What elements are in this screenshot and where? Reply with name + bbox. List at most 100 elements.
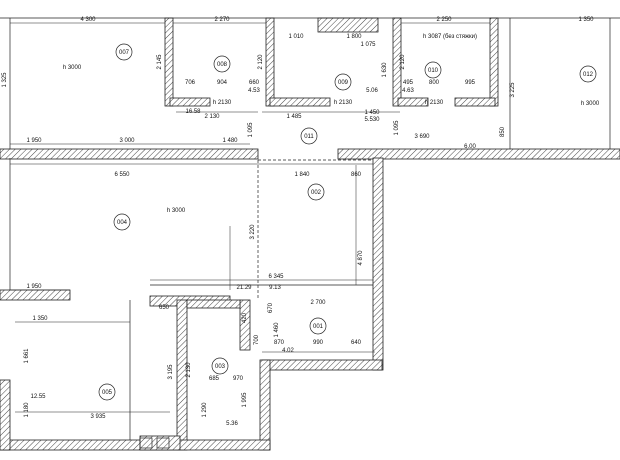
dim-label: 685 (209, 376, 220, 382)
dim-label: 970 (233, 376, 244, 382)
dim-label: 2 700 (310, 300, 326, 306)
dim-label: 1 800 (346, 34, 362, 40)
dim-label: 2 130 (186, 362, 192, 378)
wall-right-middle (372, 157, 384, 371)
dim-label: 16.58 (185, 109, 201, 115)
dim-label: 6 345 (268, 274, 284, 280)
dim-label: 1 075 (360, 42, 376, 48)
dim-label: 495 (403, 80, 414, 86)
room-004: 004 h 3000 (113, 208, 186, 231)
dim-label: 1 350 (32, 316, 48, 322)
dim-label: 9.13 (269, 285, 281, 291)
dim-label: 4.53 (248, 88, 260, 94)
wall-008-009 (265, 17, 275, 107)
dim-label: 904 (217, 80, 228, 86)
dim-label: 1 010 (288, 34, 304, 40)
wall-bottom-008 (169, 97, 211, 107)
dim-label: 4 870 (358, 250, 364, 266)
room-number: 008 (217, 62, 228, 68)
room-height: h 3000 (167, 208, 186, 214)
dim-label: 2 120 (258, 54, 264, 70)
dim-label: 800 (429, 80, 440, 86)
dim-label: 3 225 (510, 82, 516, 98)
dim-label: 870 (274, 340, 285, 346)
dim-label: 670 (268, 302, 274, 313)
dim-label: 1 095 (394, 120, 400, 136)
dim-label: 2 270 (214, 17, 230, 23)
room-008: 008 (213, 55, 231, 73)
dim-label: 1 950 (26, 138, 42, 144)
dim-label: 3 195 (168, 364, 174, 380)
room-height: h 3000 (581, 101, 600, 107)
dim-label: 1 661 (24, 348, 30, 364)
room-012: 012 h 3000 (579, 65, 600, 107)
room-009: 009 h 2130 (334, 73, 353, 106)
room-003: 003 (211, 357, 229, 375)
room-002: 002 (307, 183, 325, 201)
walls (0, 17, 620, 451)
dim-label: 6.00 (464, 144, 476, 150)
dim-label: h 2130 (425, 100, 444, 106)
dim-label: 650 (159, 305, 170, 311)
wall-upper-corridor (0, 148, 259, 160)
dim-label: 995 (465, 80, 476, 86)
dim-label: 5.06 (366, 88, 378, 94)
dim-label: 12.55 (30, 394, 46, 400)
dim-label: 860 (351, 172, 362, 178)
dim-label: 3 000 (119, 138, 135, 144)
dim-label: 706 (185, 80, 196, 86)
dim-label: 6 550 (114, 172, 130, 178)
room-height: h 3087 (без стяжки) (423, 34, 477, 40)
wall-top-007-008 (164, 17, 174, 107)
wall-003-001 (239, 299, 251, 351)
wall-top-shaft (317, 17, 379, 33)
dimension-labels: 4 300 2 270 2 250 1 350 1 010 1 800 1 07… (2, 17, 594, 427)
room-number: 001 (313, 324, 324, 330)
wall-bottom (0, 439, 271, 451)
room-number: 005 (102, 390, 113, 396)
dim-label: 5.530 (364, 117, 380, 123)
room-007: 007 h 3000 (63, 43, 133, 71)
dim-label: 2 130 (204, 114, 220, 120)
room-number: 003 (215, 364, 226, 370)
wall-upper-right (337, 148, 620, 160)
room-markers: 007 h 3000 008 009 h 2130 010 h 3087 (бе… (63, 34, 600, 401)
room-005: 005 (98, 383, 116, 401)
room-001: 001 (309, 317, 327, 335)
dim-label: 1 840 (294, 172, 310, 178)
dim-label: 2 250 (436, 17, 452, 23)
dim-label: 1 460 (274, 322, 280, 338)
room-number: 004 (117, 220, 128, 226)
room-number: 012 (583, 72, 594, 78)
wall-003-top (186, 299, 241, 309)
dimension-lines (10, 22, 490, 413)
dim-label: 700 (254, 334, 260, 345)
dim-label: 1 480 (222, 138, 238, 144)
dim-label: 3 935 (90, 414, 106, 420)
wall-bottom-010 (397, 97, 429, 107)
wall-bottom-009 (269, 97, 331, 107)
dim-label: 1 350 (578, 17, 594, 23)
dim-label: h 2130 (213, 100, 232, 106)
dim-label: 4.63 (402, 88, 414, 94)
dim-label: 1 630 (382, 62, 388, 78)
dim-label: 1 180 (24, 402, 30, 418)
wall-010-012 (489, 17, 499, 107)
room-height: h 3000 (63, 65, 82, 71)
room-011: 011 (300, 127, 318, 145)
dim-label: 3 220 (250, 224, 256, 240)
room-number: 010 (428, 68, 439, 74)
room-number: 002 (311, 190, 322, 196)
room-number: 009 (338, 80, 349, 86)
dim-label: 2 120 (400, 54, 406, 70)
room-number: 011 (304, 134, 314, 140)
dim-label: 21.29 (236, 285, 252, 291)
wall-lower-right (261, 359, 383, 371)
dim-label: 990 (313, 340, 324, 346)
wall-003-right (259, 359, 271, 451)
room-height: h 2130 (334, 100, 353, 106)
dim-label: 1 995 (242, 392, 248, 408)
dim-label: 4 300 (80, 17, 96, 23)
dim-label: 1 950 (26, 284, 42, 290)
